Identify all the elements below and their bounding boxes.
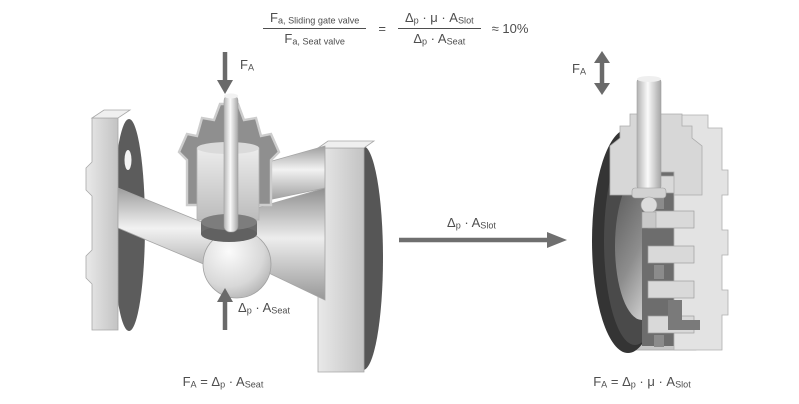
pressure-area-fraction: Δp · μ · ASlot Δp · ASeat: [397, 8, 481, 49]
equals-sign: =: [378, 20, 386, 36]
force-ratio-numerator: Fa, Sliding gate valve: [263, 8, 367, 29]
sliding-gate-valve-force-label: FA: [572, 61, 587, 77]
fa-double-arrow-icon: [594, 51, 610, 95]
seat-valve-force-label: FA: [240, 57, 255, 73]
transition-arrow-label: Δp · ASlot: [447, 215, 496, 231]
gate-valve-bracket: [668, 300, 700, 330]
seat-valve-pressure-label: Δp · ASeat: [238, 300, 290, 316]
pressure-area-denominator: Δp · ASeat: [413, 30, 466, 47]
force-ratio-denominator: Fa, Seat valve: [284, 30, 345, 47]
seat-valve-illustration: [85, 93, 383, 373]
force-ratio-fraction: Fa, Sliding gate valve Fa, Seat valve: [263, 8, 367, 49]
seat-valve-stem: [223, 93, 239, 233]
sliding-gate-valve-caption: FA = Δp · μ · ASlot: [593, 374, 691, 390]
force-ratio-formula: Fa, Sliding gate valve Fa, Seat valve = …: [263, 8, 528, 49]
sliding-gate-valve-illustration: [592, 76, 729, 353]
fa-down-arrow-icon: [217, 52, 233, 94]
approx-result: ≈ 10%: [491, 20, 529, 36]
right-arrow-icon: [399, 232, 567, 248]
seat-valve-caption: FA = Δp · ASeat: [182, 374, 264, 390]
pressure-up-arrow-icon: [217, 288, 233, 330]
seat-valve-right-flange: [316, 140, 383, 373]
gate-valve-stem: [631, 76, 667, 229]
pressure-area-numerator: Δp · μ · ASlot: [397, 8, 481, 29]
